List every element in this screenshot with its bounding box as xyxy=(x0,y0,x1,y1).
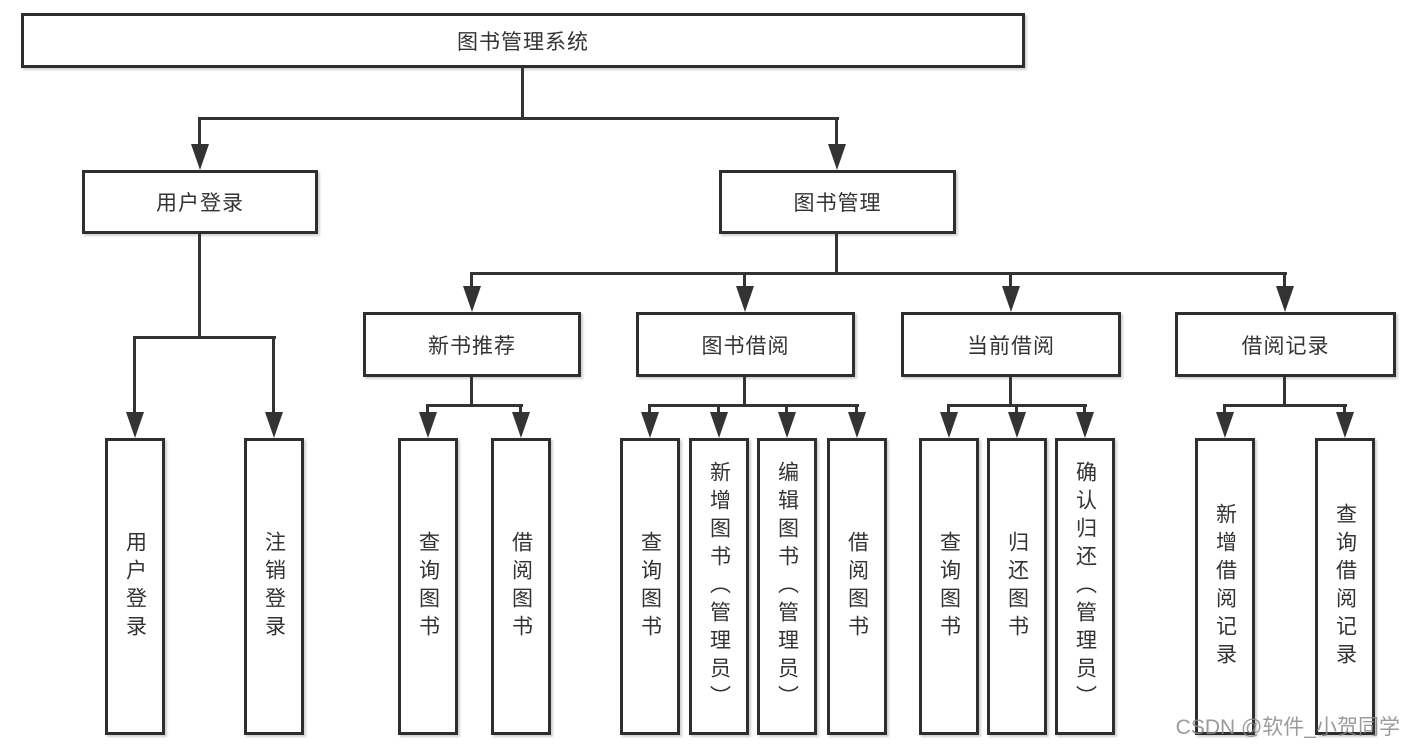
node-label: 新书推荐 xyxy=(428,334,516,358)
node-user-login: 用户登录 xyxy=(82,170,318,234)
leaf-return-books: 归还图书 xyxy=(987,438,1047,735)
arrowhead xyxy=(191,144,209,170)
arrowhead xyxy=(1336,412,1354,438)
line xyxy=(835,117,838,145)
line xyxy=(519,404,522,414)
line xyxy=(648,404,859,407)
leaf-add-book-admin: 新增图书（管理员） xyxy=(689,438,749,735)
arrowhead xyxy=(1076,412,1094,438)
line xyxy=(835,234,838,275)
leaf-label: 借阅图书 xyxy=(509,530,533,643)
arrowhead xyxy=(736,286,754,312)
line xyxy=(470,272,1287,275)
leaf-label: 查询图书 xyxy=(937,530,961,643)
arrowhead xyxy=(710,412,728,438)
line xyxy=(743,272,746,288)
leaf-user-login: 用户登录 xyxy=(105,438,165,735)
node-new-book-recommend: 新书推荐 xyxy=(363,312,581,377)
arrowhead xyxy=(641,412,659,438)
arrowhead xyxy=(419,412,437,438)
line xyxy=(1015,404,1018,414)
csdn-watermark: CSDN @软件_小贺同学 xyxy=(1175,716,1400,739)
arrowhead xyxy=(463,286,481,312)
node-current-borrowing: 当前借阅 xyxy=(901,312,1121,377)
line xyxy=(426,404,429,414)
leaf-label: 用户登录 xyxy=(123,530,147,643)
leaf-borrow-books-recommend: 借阅图书 xyxy=(491,438,551,735)
line xyxy=(1283,272,1286,288)
arrowhead xyxy=(1276,286,1294,312)
node-label: 借阅记录 xyxy=(1241,334,1330,358)
line xyxy=(133,336,136,414)
node-borrowing-records: 借阅记录 xyxy=(1175,312,1396,377)
leaf-label: 注销登录 xyxy=(262,530,286,643)
line xyxy=(133,336,276,339)
line xyxy=(198,117,201,145)
leaf-label: 新增借阅记录 xyxy=(1213,502,1237,671)
arrowhead xyxy=(1008,412,1026,438)
node-label: 用户登录 xyxy=(156,192,244,215)
node-book-borrowing: 图书借阅 xyxy=(636,312,855,377)
leaf-add-borrow-record: 新增借阅记录 xyxy=(1195,438,1255,735)
arrowhead xyxy=(848,412,866,438)
leaf-query-books-borrowing: 查询图书 xyxy=(620,438,680,735)
line xyxy=(521,68,524,120)
leaf-logout: 注销登录 xyxy=(244,438,304,735)
leaf-query-borrow-record: 查询借阅记录 xyxy=(1315,438,1375,735)
leaf-confirm-return-admin: 确认归还（管理员） xyxy=(1055,438,1115,735)
line xyxy=(1223,404,1347,407)
line xyxy=(743,377,746,407)
node-label: 图书借阅 xyxy=(701,334,790,358)
line xyxy=(1283,377,1286,407)
arrowhead xyxy=(126,412,144,438)
line xyxy=(198,117,839,120)
node-book-management: 图书管理 xyxy=(719,170,956,234)
leaf-query-books-recommend: 查询图书 xyxy=(398,438,458,735)
arrowhead xyxy=(940,412,958,438)
line xyxy=(1343,404,1346,414)
line xyxy=(272,336,275,414)
arrowhead xyxy=(828,144,846,170)
arrowhead xyxy=(1002,286,1020,312)
line xyxy=(648,404,651,414)
arrowhead xyxy=(778,412,796,438)
arrowhead xyxy=(265,412,283,438)
arrowhead xyxy=(512,412,530,438)
leaf-label: 编辑图书（管理员） xyxy=(775,460,799,713)
leaf-label: 查询借阅记录 xyxy=(1333,502,1357,671)
line xyxy=(785,404,788,414)
arrowhead xyxy=(1216,412,1234,438)
line xyxy=(1223,404,1226,414)
node-label: 图书管理系统 xyxy=(457,30,589,54)
line xyxy=(470,272,473,288)
leaf-label: 查询图书 xyxy=(416,530,440,643)
line xyxy=(198,234,201,339)
node-label: 图书管理 xyxy=(793,192,882,215)
leaf-query-books-current: 查询图书 xyxy=(919,438,979,735)
node-library-management-system: 图书管理系统 xyxy=(21,13,1025,68)
line xyxy=(470,377,473,407)
node-label: 当前借阅 xyxy=(967,334,1055,358)
leaf-label: 借阅图书 xyxy=(845,530,869,643)
line xyxy=(947,404,950,414)
line xyxy=(1009,272,1012,288)
leaf-label: 归还图书 xyxy=(1005,530,1029,643)
leaf-edit-book-admin: 编辑图书（管理员） xyxy=(757,438,817,735)
line xyxy=(1009,377,1012,407)
line xyxy=(1083,404,1086,414)
line xyxy=(426,404,523,407)
leaf-label: 新增图书（管理员） xyxy=(707,460,731,713)
line xyxy=(717,404,720,414)
line xyxy=(855,404,858,414)
leaf-label: 确认归还（管理员） xyxy=(1073,460,1097,713)
leaf-borrow-books: 借阅图书 xyxy=(827,438,887,735)
leaf-label: 查询图书 xyxy=(638,530,662,643)
